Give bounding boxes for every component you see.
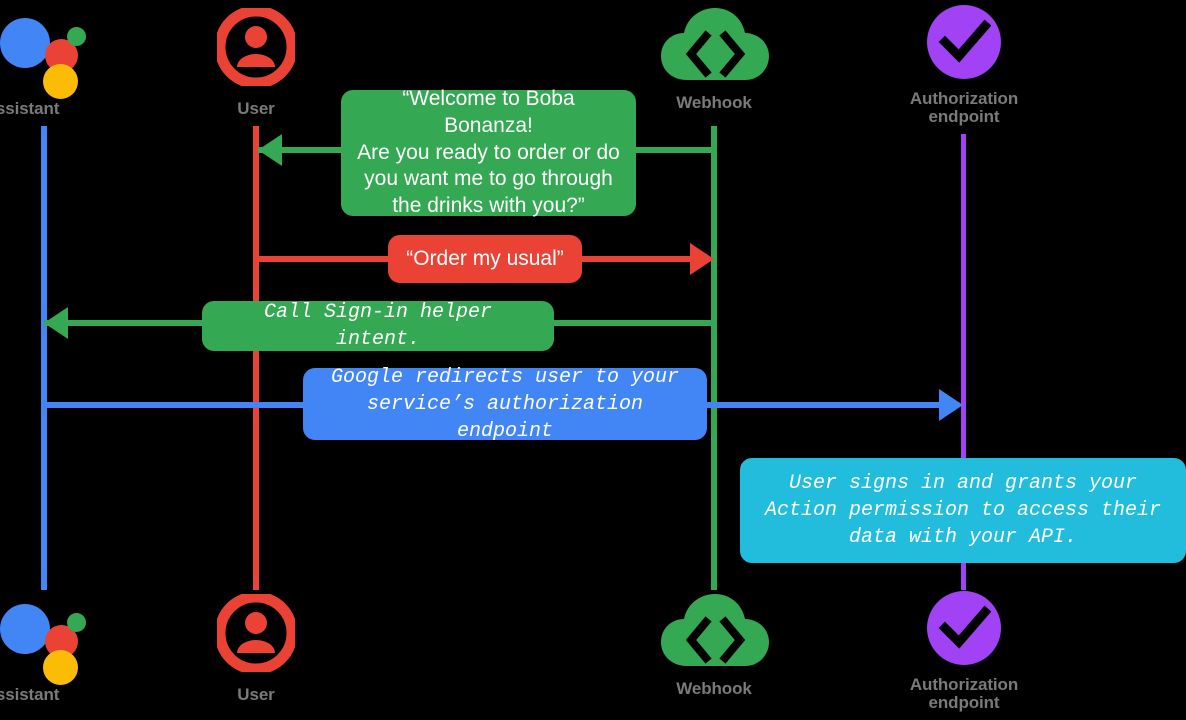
actor-label-authorization-endpoint: Authorization endpoint <box>909 675 1019 713</box>
assistant-dot-blue <box>0 604 50 654</box>
message-text-order-my-usual: “Order my usual” <box>406 246 564 270</box>
google-assistant-dots-icon <box>0 594 99 685</box>
message-bubble-user-signs-in: User signs in and grants your Action per… <box>740 458 1186 563</box>
user-avatar-icon <box>201 8 311 86</box>
actor-webhook-bottom[interactable]: Webhook <box>614 592 814 698</box>
assistant-dot-yellow <box>43 650 78 685</box>
actor-authorization-endpoint-bottom[interactable]: Authorization endpoint <box>864 590 1064 713</box>
actor-label-authorization-endpoint: Authorization endpoint <box>909 89 1019 127</box>
actor-label-assistant: Assistant <box>0 685 60 704</box>
arrow-head-call-signin-helper <box>44 307 68 339</box>
message-text-call-signin-helper: Call Sign-in helper intent. <box>263 301 493 351</box>
google-assistant-dots-icon <box>0 8 99 99</box>
actor-webhook-top[interactable]: Webhook <box>614 6 814 112</box>
arrow-head-order-my-usual <box>690 243 714 275</box>
lifeline-authorization-endpoint <box>961 134 966 590</box>
assistant-dot-blue <box>0 18 50 68</box>
actor-label-user: User <box>237 99 275 118</box>
cloud-code-icon <box>659 592 769 670</box>
lifeline-assistant <box>41 126 47 590</box>
lifeline-user <box>253 126 259 590</box>
message-bubble-welcome: “Welcome to Boba Bonanza! Are you ready … <box>341 87 636 217</box>
message-bubble-google-redirect: Google redirects user to your service’s … <box>303 366 707 443</box>
actor-authorization-endpoint-top[interactable]: Authorization endpoint <box>864 4 1064 127</box>
message-bubble-call-signin-helper: Call Sign-in helper intent. <box>202 301 554 351</box>
assistant-dot-green <box>67 613 86 632</box>
purple-check-circle-icon <box>909 4 1019 80</box>
assistant-dot-green <box>67 27 86 46</box>
actor-label-webhook: Webhook <box>676 679 752 698</box>
message-text-welcome: “Welcome to Boba Bonanza! Are you ready … <box>357 86 620 218</box>
user-avatar-icon <box>201 594 311 672</box>
actor-assistant-bottom[interactable]: Assistant <box>0 594 144 704</box>
actor-label-webhook: Webhook <box>676 93 752 112</box>
arrow-head-welcome <box>258 134 282 166</box>
actor-assistant-top[interactable]: Assistant <box>0 8 144 118</box>
message-bubble-order-my-usual: “Order my usual” <box>388 235 582 283</box>
actor-user-bottom[interactable]: User <box>156 594 356 704</box>
message-text-google-redirect: Google redirects user to your service’s … <box>330 365 680 443</box>
lifeline-webhook <box>711 126 717 590</box>
message-text-user-signs-in: User signs in and grants your Action per… <box>764 472 1162 549</box>
cloud-code-icon <box>659 6 769 84</box>
actor-user-top[interactable]: User <box>156 8 356 118</box>
actor-label-assistant: Assistant <box>0 99 60 118</box>
assistant-dot-yellow <box>43 64 78 99</box>
arrow-head-google-redirect <box>939 389 963 421</box>
actor-label-user: User <box>237 685 275 704</box>
purple-check-circle-icon <box>909 590 1019 666</box>
